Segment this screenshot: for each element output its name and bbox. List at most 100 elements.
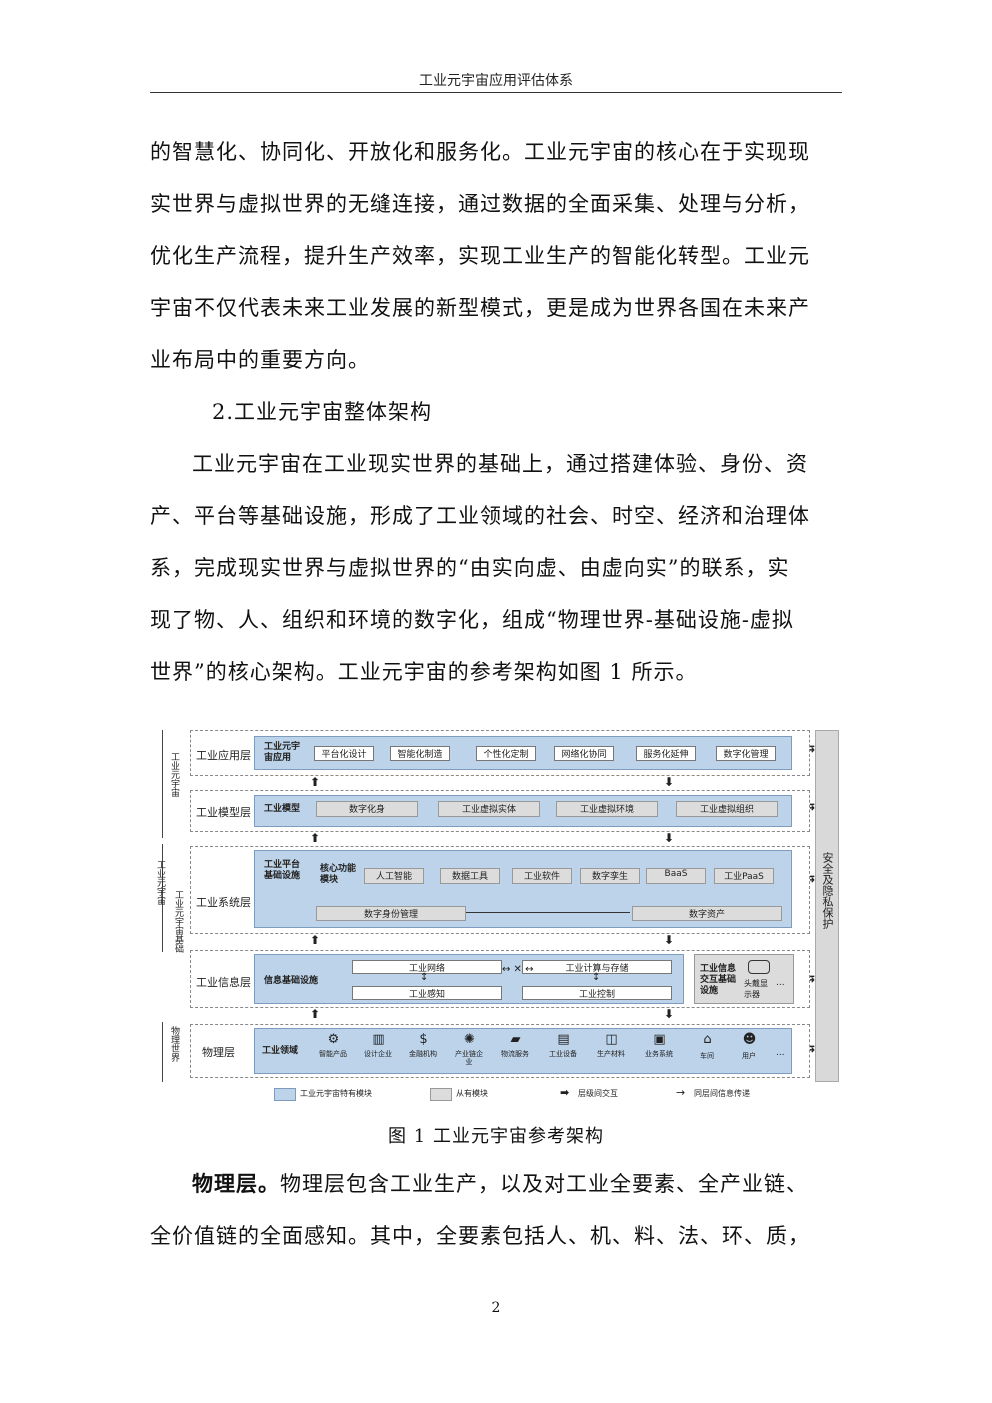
user-icon: ☻ [742,1032,757,1047]
info-vert-arrow: ↕ [592,972,601,983]
side-label-bottom: 物理世界 [169,1026,179,1062]
body-text: 的智慧化、协同化、开放化和服务化。工业元宇宙的核心在于实现现 实世界与虚拟世界的… [150,126,842,698]
factory-icon: ⌂ [703,1032,712,1047]
para1-line-5: 业布局中的重要方向。 [150,348,370,372]
physical-band-label: 工业领域 [262,1046,299,1056]
bracket-bottom [162,1022,163,1082]
legend-interact: 层级间交互 [578,1089,618,1098]
legend-thin-arrow-icon: → [676,1086,686,1099]
network-module: 工业网络 [352,960,502,974]
core-item: 人工智能 [364,868,424,884]
info-more: ... [776,978,785,988]
core-item: BaaS [646,868,706,884]
info-vert-arrow: ↕ [420,972,429,983]
physical-item-label: 用户 [742,1052,756,1060]
app-item: 平台化设计 [314,746,374,761]
app-item: 网络化协同 [554,746,614,761]
info-layer-title: 工业信息层 [196,976,251,989]
interact-label: 工业信息交互基础设施 [700,964,737,996]
model-item: 工业虚拟实体 [438,801,540,817]
side-label-top: 工业元宇宙 [169,752,179,797]
page-number: 2 [491,1300,501,1316]
core-item: 数字孪生 [580,868,640,884]
physical-band [254,1028,792,1074]
building-icon: ▥ [372,1032,385,1047]
computer-icon: ▣ [653,1032,666,1047]
para1-line-1: 的智慧化、协同化、开放化和服务化。工业元宇宙的核心在于实现现 [150,140,810,164]
architecture-figure: 工业元宇宙 工业元宇宙 工业元宇宙基础 物理世界 安全及隐私保护 ⇆ ⇆ ⇆ ⇆… [150,722,842,1110]
security-arrow: ⇆ [805,871,816,885]
down-arrow: ⬇ [664,933,675,947]
legend-bold-arrow-icon: ➡ [560,1086,570,1099]
info-band-label: 信息基础设施 [264,976,319,986]
network-icon: ✺ [464,1032,475,1047]
security-arrow: ⇆ [805,1041,816,1055]
app-item: 数字化管理 [716,746,776,761]
para2-line-1: 工业元宇宙在工业现实世界的基础上，通过搭建体验、身份、资 [192,452,808,476]
system-band-label: 工业平台基础设施 [264,860,301,881]
app-band-label: 工业元宇宙应用 [264,742,301,763]
para1-line-4: 宇宙不仅代表未来工业发展的新型模式，更是成为世界各国在未来产 [150,296,810,320]
security-arrow: ⇆ [805,799,816,813]
up-arrow: ⬆ [310,775,321,789]
model-item: 数字化身 [316,801,418,817]
para2-line-3: 系，完成现实世界与虚拟世界的“由实向虚、由虚向实”的联系，实 [150,556,790,580]
core-item: 数据工具 [440,868,500,884]
side-label-middle-b: 工业元宇宙基础 [173,890,183,953]
core-label: 核心功能模块 [320,864,357,885]
vr-headset-icon [748,960,770,974]
info-cross-arrows: ↔ ✕ ↔ [502,964,534,975]
model-band-label: 工业模型 [264,804,301,814]
core-item: 工业PaaS [714,868,774,884]
assets-module: 数字资产 [632,906,782,921]
app-item: 个性化定制 [476,746,536,761]
physical-item-label: 业务系统 [645,1050,673,1058]
bold-lead: 物理层。 [192,1171,280,1196]
para2-line-2: 产、平台等基础设施，形成了工业领域的社会、时空、经济和治理体 [150,504,810,528]
compute-module: 工业计算与存储 [522,960,672,974]
security-column [815,730,839,1082]
bottom-line-1: 物理层。物理层包含工业生产，以及对工业全要素、全产业链、 [150,1158,842,1210]
control-module: 工业控制 [522,986,672,1000]
body-text-bottom: 物理层。物理层包含工业生产，以及对工业全要素、全产业链、 全价值链的全面感知。其… [150,1158,842,1262]
system-layer-title: 工业系统层 [196,896,251,909]
model-item: 工业虚拟环境 [556,801,658,817]
truck-icon: ▰ [510,1032,521,1047]
physical-item-label: 金融机构 [409,1050,437,1058]
physical-more: ... [776,1048,785,1058]
para1-line-2: 实世界与虚拟世界的无缝连接，通过数据的全面采集、处理与分析， [150,192,810,216]
legend-existing: 从有模块 [456,1089,488,1098]
up-arrow: ⬆ [310,1007,321,1021]
identity-assets-link [466,912,630,913]
robot-icon: ⚙ [327,1032,340,1047]
up-arrow: ⬆ [310,831,321,845]
header-rule [150,92,842,93]
physical-item-label: 产业链企业 [455,1050,483,1066]
interact-module [694,954,794,1004]
machine-icon: ▤ [557,1032,570,1047]
security-arrow: ⇆ [805,741,816,755]
physical-item-label: 设计企业 [364,1050,392,1058]
para2-line-4: 现了物、人、组织和环境的数字化，组成“物理世界-基础设施-虚拟 [150,608,794,632]
side-label-middle-a: 工业元宇宙 [155,860,165,905]
down-arrow: ⬇ [664,1007,675,1021]
hmd-label: 头戴显示器 [744,979,768,999]
model-item: 工业虚拟组织 [676,801,778,817]
up-arrow: ⬆ [310,933,321,947]
physical-item-label: 智能产品 [319,1050,347,1058]
legend-transfer: 同层间信息传递 [694,1089,750,1098]
core-item: 工业软件 [512,868,572,884]
bracket-middle [162,844,163,952]
app-item: 服务化延伸 [636,746,696,761]
physical-layer-title: 物理层 [202,1046,235,1059]
app-layer-title: 工业应用层 [196,749,251,762]
physical-item-label: 车间 [700,1052,714,1060]
section-heading: 2.工业元宇宙整体架构 [212,400,433,424]
bottom-line-1-rest: 物理层包含工业生产，以及对工业全要素、全产业链、 [280,1172,808,1196]
down-arrow: ⬇ [664,775,675,789]
physical-item-label: 生产材料 [597,1050,625,1058]
page-header: 工业元宇宙应用评估体系 [419,73,573,89]
dollar-icon: $ [419,1032,428,1047]
security-label: 安全及隐私保护 [821,852,834,929]
app-item: 智能化制造 [390,746,450,761]
